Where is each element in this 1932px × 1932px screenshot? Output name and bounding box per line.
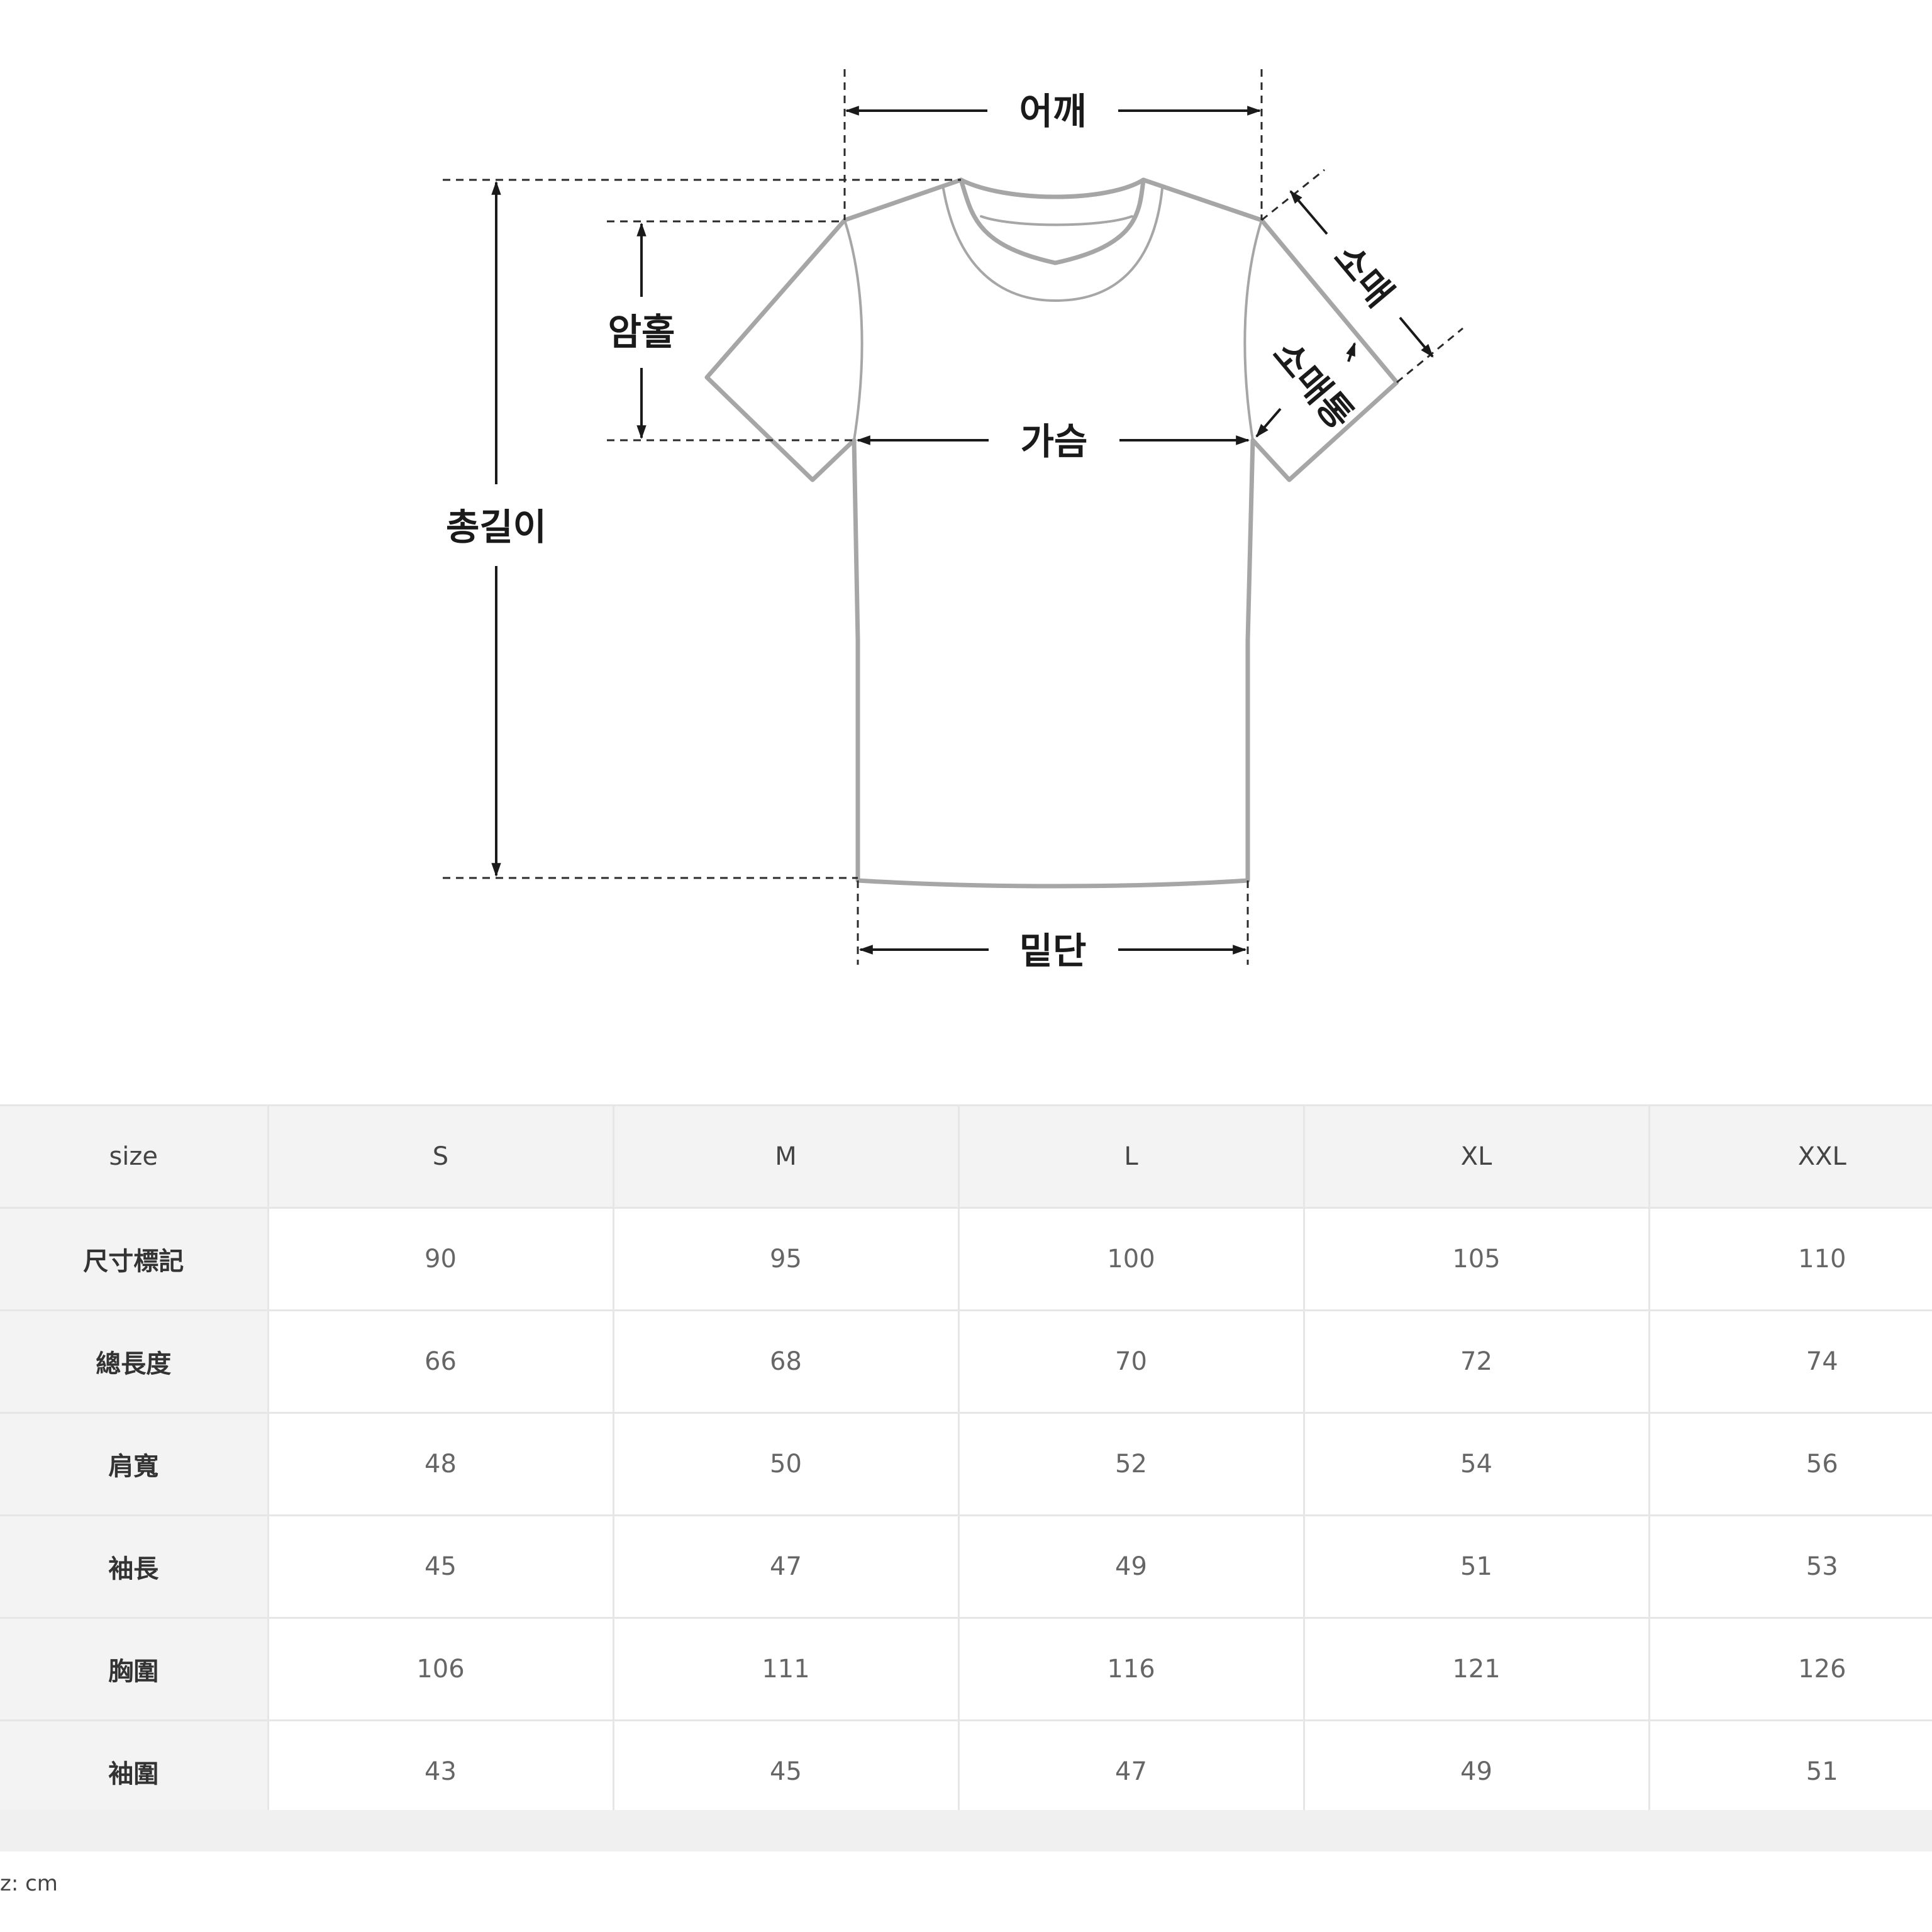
table-cell: 51 — [1648, 1720, 1932, 1824]
sleeve-arrow-lower — [1399, 316, 1434, 358]
table-cell: 121 — [1302, 1618, 1649, 1721]
table-cell: 70 — [957, 1310, 1304, 1414]
table-cell: 43 — [267, 1720, 613, 1824]
row-label: 袖長 — [0, 1515, 268, 1619]
table-cell: 95 — [612, 1208, 958, 1311]
collar-band-line — [980, 215, 1133, 226]
label-hem: 밑단 — [1019, 930, 1087, 972]
sleeve-arrow-upper — [1289, 190, 1328, 235]
header-size-xl: XL — [1302, 1104, 1649, 1209]
table-cell: 105 — [1302, 1208, 1649, 1311]
table-footer-bar — [0, 1810, 1932, 1852]
table-row: 肩寬 48 50 52 54 56 — [0, 1413, 1932, 1516]
table-cell: 90 — [267, 1208, 613, 1311]
table-cell: 74 — [1648, 1310, 1932, 1414]
table-cell: 68 — [612, 1310, 958, 1414]
tshirt-body-shape — [704, 177, 1399, 889]
table-row: 袖長 45 47 49 51 53 — [0, 1515, 1932, 1619]
row-label: 總長度 — [0, 1310, 268, 1414]
tshirt-measurement-diagram: 어깨 암홀 총길이 가슴 밑단 소매 소매통 — [443, 69, 1463, 972]
table-cell: 106 — [267, 1618, 613, 1721]
left-armhole-seam — [843, 219, 863, 441]
row-label: 肩寬 — [0, 1413, 268, 1516]
row-label: 胸圍 — [0, 1618, 268, 1721]
label-total-length: 총길이 — [446, 506, 547, 548]
table-cell: 54 — [1302, 1413, 1649, 1516]
table-cell: 110 — [1648, 1208, 1932, 1311]
header-size-s: S — [267, 1104, 613, 1209]
collar-outer — [958, 177, 1146, 265]
table-cell: 49 — [1302, 1720, 1649, 1824]
unit-note: z: cm — [0, 1871, 58, 1896]
table-cell: 116 — [957, 1618, 1304, 1721]
table-cell: 50 — [612, 1413, 958, 1516]
table-cell: 126 — [1648, 1618, 1932, 1721]
table-cell: 53 — [1648, 1515, 1932, 1619]
table-row: 袖圍 43 45 47 49 51 — [0, 1720, 1932, 1824]
table-cell: 47 — [957, 1720, 1304, 1824]
dashed-guides — [443, 69, 1463, 965]
table-cell: 52 — [957, 1413, 1304, 1516]
row-label: 袖圍 — [0, 1720, 268, 1824]
table-cell: 56 — [1648, 1413, 1932, 1516]
label-shoulder: 어깨 — [1019, 90, 1087, 133]
table-cell: 45 — [612, 1720, 958, 1824]
header-size-m: M — [612, 1104, 958, 1209]
header-size-l: L — [957, 1104, 1304, 1209]
row-label: 尺寸標記 — [0, 1208, 268, 1311]
sleeve-width-arrow-lower — [1255, 408, 1282, 438]
table-cell: 45 — [267, 1515, 613, 1619]
tshirt-outline — [704, 177, 1399, 889]
table-cell: 47 — [612, 1515, 958, 1619]
label-chest: 가슴 — [1021, 420, 1088, 463]
table-cell: 72 — [1302, 1310, 1649, 1414]
table-row: 胸圍 106 111 116 121 126 — [0, 1618, 1932, 1721]
collar-inner — [942, 187, 1163, 302]
table-row: 總長度 66 68 70 72 74 — [0, 1310, 1932, 1414]
label-sleeve-width: 소매통 — [1265, 333, 1362, 437]
table-cell: 100 — [957, 1208, 1304, 1311]
dimension-arrows — [491, 106, 1434, 955]
sleeve-width-arrow-upper — [1346, 341, 1356, 362]
label-armhole: 암홀 — [608, 311, 675, 353]
table-header-row: size S M L XL XXL — [0, 1104, 1932, 1209]
right-armhole-seam — [1243, 219, 1263, 441]
label-sleeve: 소매 — [1326, 236, 1402, 314]
table-cell: 49 — [957, 1515, 1304, 1619]
table-cell: 66 — [267, 1310, 613, 1414]
size-chart-table: size S M L XL XXL 尺寸標記 90 95 100 105 110… — [0, 1104, 1932, 1824]
table-cell: 51 — [1302, 1515, 1649, 1619]
table-cell: 48 — [267, 1413, 613, 1516]
header-size-xxl: XXL — [1648, 1104, 1932, 1209]
table-cell: 111 — [612, 1618, 958, 1721]
table-row: 尺寸標記 90 95 100 105 110 — [0, 1208, 1932, 1311]
header-size-label: size — [0, 1104, 268, 1209]
